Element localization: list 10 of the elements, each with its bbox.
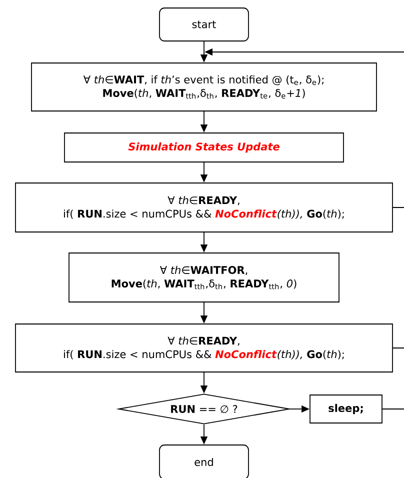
process-box: ∀ th∈READY, if( RUN.size < numCPUs && NoConflict(th)), Go(th);: [15, 324, 393, 372]
connector-line: [392, 207, 404, 208]
process-box: Simulation States Update: [64, 132, 344, 162]
process-box: ∀ th∈WAITFOR, Move(th, WAIT$_{tth}$,δ$_{th}$, READY$_{tth}$, 0): [68, 252, 340, 302]
process-box: sleep;: [310, 394, 382, 424]
end-terminal: end: [159, 444, 249, 478]
process-box: ∀ th∈WAIT, if th’s event is notified @ (t$_{e}$, δ$_{e}$); Move(th, WAIT$_{tth}$,δ$_{th}$, READY$_{te}$, δ$_{e}$+1): [31, 62, 377, 112]
connector-line: [382, 408, 404, 410]
process-box: ∀ th∈READY, if( RUN.size < numCPUs && NoConflict(th)), Go(th);: [15, 182, 393, 232]
start-terminal: start: [159, 8, 249, 42]
